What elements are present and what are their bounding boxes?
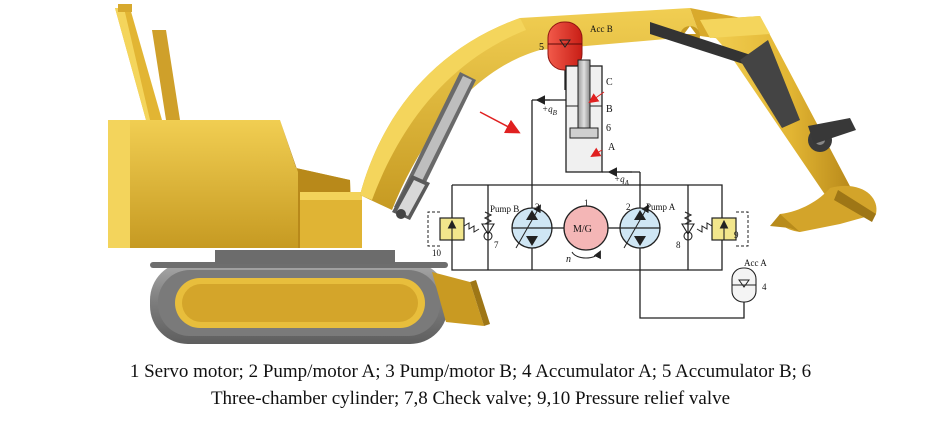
label-motor: M/G [573,224,592,235]
caption-line-2: Three-chamber cylinder; 7,8 Check valve;… [210,388,731,409]
boom-hydraulic-cylinder [392,72,476,220]
label-acc-b: Acc B [590,24,613,34]
pump-motor-b [511,204,553,249]
excavator-illustration [108,4,877,344]
label-flow-qb: +qB [542,104,558,117]
label-1: 1 [584,198,589,208]
caption-line-1: 1 Servo motor; 2 Pump/motor A; 3 Pump/mo… [129,361,812,382]
check-valve-8 [681,211,695,241]
crawler-track [150,250,448,344]
label-4: 4 [762,282,767,292]
label-9: 9 [734,230,739,240]
label-7: 7 [494,240,499,250]
label-3: 3 [535,202,540,212]
pump-motor-a [619,204,661,249]
relief-valve-9 [696,211,749,247]
excavator-hydraulic-diagram: Acc B 5 C B 6 A +qB +qA 1 M/G n Pump B 3… [108,4,877,344]
diagram-labels: Acc B 5 C B 6 A +qB +qA 1 M/G n Pump B 3… [432,24,767,292]
label-c: C [606,77,613,88]
label-6: 6 [606,123,611,134]
label-acc-a: Acc A [744,258,767,268]
servo-motor [552,205,620,260]
dozer-blade [432,272,484,326]
accumulator-a [731,267,757,303]
label-b: B [606,104,613,115]
arm [650,16,856,202]
label-pump-b: Pump B [490,204,519,214]
label-8: 8 [676,240,681,250]
label-2: 2 [626,202,631,212]
label-a: A [608,142,616,153]
relief-valve-10 [427,211,480,247]
label-flow-qa: +qA [614,174,630,187]
three-chamber-cylinder [565,59,605,173]
label-speed: n [566,254,571,265]
bucket [770,185,877,232]
check-valve-7 [481,211,495,241]
label-5: 5 [539,42,544,53]
pointer-arrow [479,111,521,134]
excavator-body [108,4,362,248]
accumulator-b [547,21,583,71]
label-pump-a: Pump A [646,202,676,212]
label-10: 10 [432,248,442,258]
